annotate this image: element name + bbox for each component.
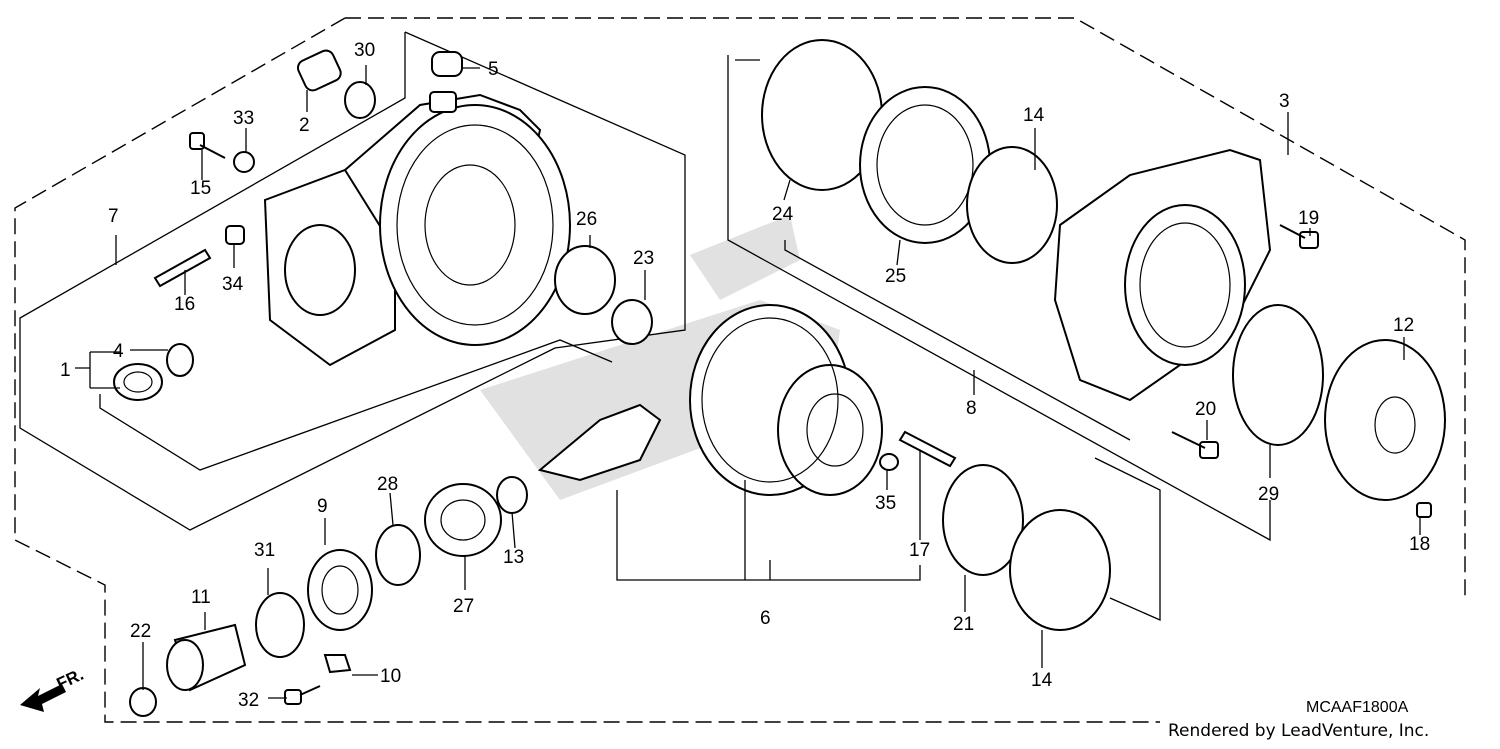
callout-35: 35 [875, 493, 896, 514]
callout-31: 31 [254, 540, 275, 561]
callout-25: 25 [885, 266, 906, 287]
callout-4: 4 [113, 341, 124, 362]
callout-17: 17 [909, 540, 930, 561]
callout-20: 20 [1195, 399, 1216, 420]
group-outline-right [727, 55, 1271, 621]
callout-5: 5 [488, 59, 499, 80]
callout-7: 7 [108, 206, 119, 227]
callout-29: 29 [1258, 484, 1279, 505]
frame-lines [14, 17, 1466, 723]
callout-15: 15 [190, 178, 211, 199]
callout-10: 10 [380, 666, 401, 687]
callout-12: 12 [1393, 315, 1414, 336]
callout-30: 30 [354, 40, 375, 61]
callout-23: 23 [633, 248, 654, 269]
callout-13: 13 [503, 547, 524, 568]
callout-2: 2 [299, 115, 310, 136]
final-gear-case [263, 91, 571, 367]
callout-34: 34 [222, 274, 244, 295]
callout-3: 3 [1279, 91, 1290, 112]
callout-14-upper: 14 [1023, 105, 1045, 126]
callout-33: 33 [233, 108, 254, 129]
callout-16: 16 [174, 294, 195, 315]
callout-8: 8 [966, 398, 977, 419]
callout-labels: 1 2 3 4 5 6 7 8 9 10 11 12 13 14 14 14 1… [60, 40, 1430, 711]
callout-28: 28 [377, 474, 398, 495]
callout-27: 27 [453, 596, 474, 617]
callout-1: 1 [60, 360, 71, 381]
callout-32: 32 [238, 690, 259, 711]
gear-set [537, 304, 883, 496]
callout-14-lower: 14 [1031, 670, 1053, 691]
callout-26: 26 [576, 209, 597, 230]
callout-9: 9 [317, 496, 328, 517]
callout-21: 21 [953, 614, 974, 635]
small-parts-upper-left [113, 49, 653, 401]
callout-18: 18 [1409, 534, 1430, 555]
drawing-code: MCAAF1800A [1306, 699, 1409, 716]
callout-22: 22 [130, 621, 151, 642]
right-parts [761, 39, 1446, 631]
callout-24: 24 [772, 204, 794, 225]
render-credit: Rendered by LeadVenture, Inc. [1168, 721, 1429, 741]
callout-6: 6 [760, 608, 771, 629]
callout-11: 11 [191, 587, 211, 608]
front-direction-arrow: FR. [20, 665, 87, 712]
leader-lines [75, 65, 1421, 699]
callout-19: 19 [1298, 208, 1319, 229]
